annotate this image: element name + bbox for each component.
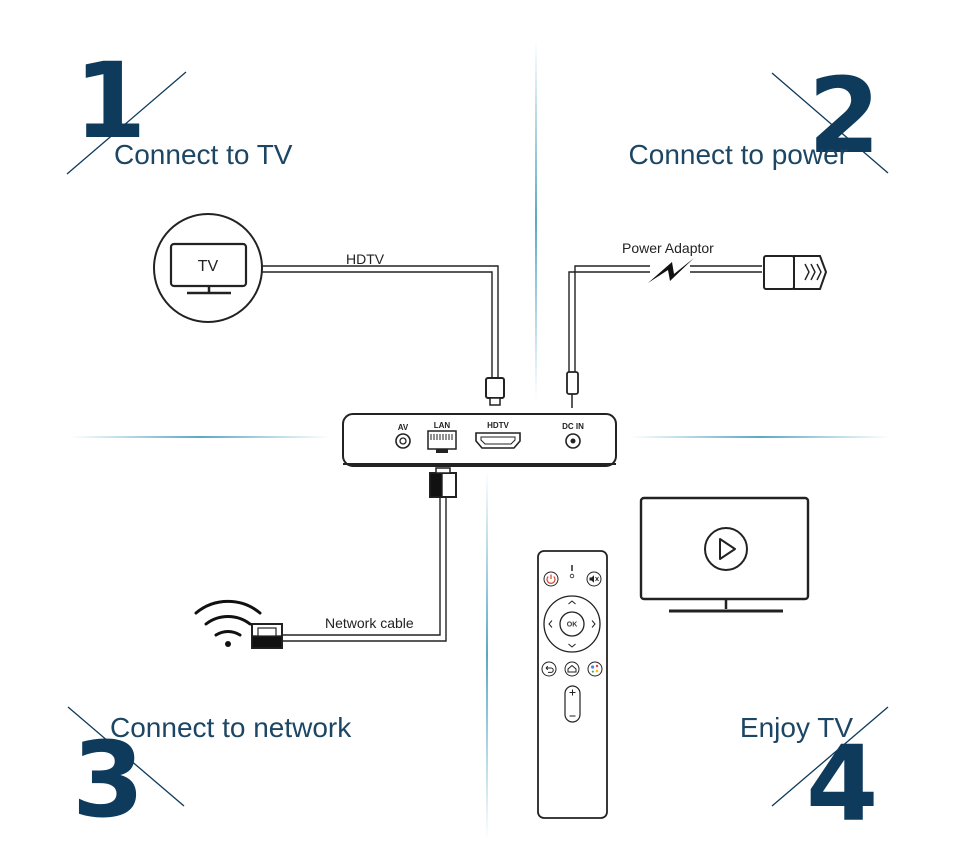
hdtv-cable [262, 265, 505, 406]
remote-home-button[interactable] [564, 661, 580, 677]
step-title: Enjoy TV [740, 712, 853, 743]
lightning-icon [648, 258, 694, 283]
step-title: Connect to power [629, 139, 848, 170]
set-top-box: AV LAN HDTV DC IN [342, 413, 617, 467]
tv-label: TV [198, 258, 219, 275]
step-number: 4 [806, 723, 878, 845]
step-4: 4 Enjoy TV [740, 706, 889, 845]
remote-back-button[interactable] [541, 661, 557, 677]
quadrant-dividers [70, 40, 890, 840]
step-1: 1 Connect to TV [66, 40, 293, 175]
tv-monitor-icon [639, 496, 810, 613]
divider-left [70, 436, 330, 438]
step-number: 1 [74, 40, 146, 162]
mic-hole [569, 573, 575, 579]
step-slash [771, 706, 889, 807]
power-adaptor-label: Power Adaptor [622, 240, 714, 256]
hdtv-port [475, 432, 521, 449]
divider-right [630, 436, 890, 438]
hdtv-cable-label: HDTV [346, 251, 385, 267]
lan-port [427, 430, 457, 453]
remote-assistant-button[interactable] [587, 661, 603, 677]
play-icon [704, 527, 748, 571]
network-cable-label: Network cable [325, 615, 414, 631]
step-slash [67, 706, 185, 807]
step-slash [66, 71, 187, 175]
step-slash [771, 72, 889, 174]
wifi-icon [194, 599, 262, 647]
remote-mute-button[interactable] [586, 571, 602, 587]
remote-power-button[interactable] [543, 571, 559, 587]
power-cable [566, 265, 762, 408]
av-port-label: AV [398, 423, 409, 432]
av-port [395, 433, 411, 449]
dc-in-port-label: DC IN [562, 422, 584, 431]
hdtv-port-label: HDTV [487, 421, 509, 430]
network-cable [251, 467, 457, 649]
power-plug-icon [763, 255, 828, 290]
remote-control: OK [537, 550, 608, 819]
remote-ok-button[interactable]: OK [559, 611, 585, 637]
divider-bottom [486, 470, 488, 840]
step-title: Connect to network [110, 712, 352, 743]
step-number: 3 [72, 719, 144, 841]
lan-port-label: LAN [434, 421, 451, 430]
dc-in-port [565, 433, 581, 449]
divider-top [535, 40, 537, 400]
remote-volume-rocker[interactable] [564, 685, 581, 723]
step-2: 2 Connect to power [629, 55, 889, 177]
ok-label: OK [567, 622, 578, 629]
tv-circle-icon: TV [153, 213, 263, 323]
step-3: 3 Connect to network [67, 706, 352, 841]
step-title: Connect to TV [114, 139, 293, 170]
